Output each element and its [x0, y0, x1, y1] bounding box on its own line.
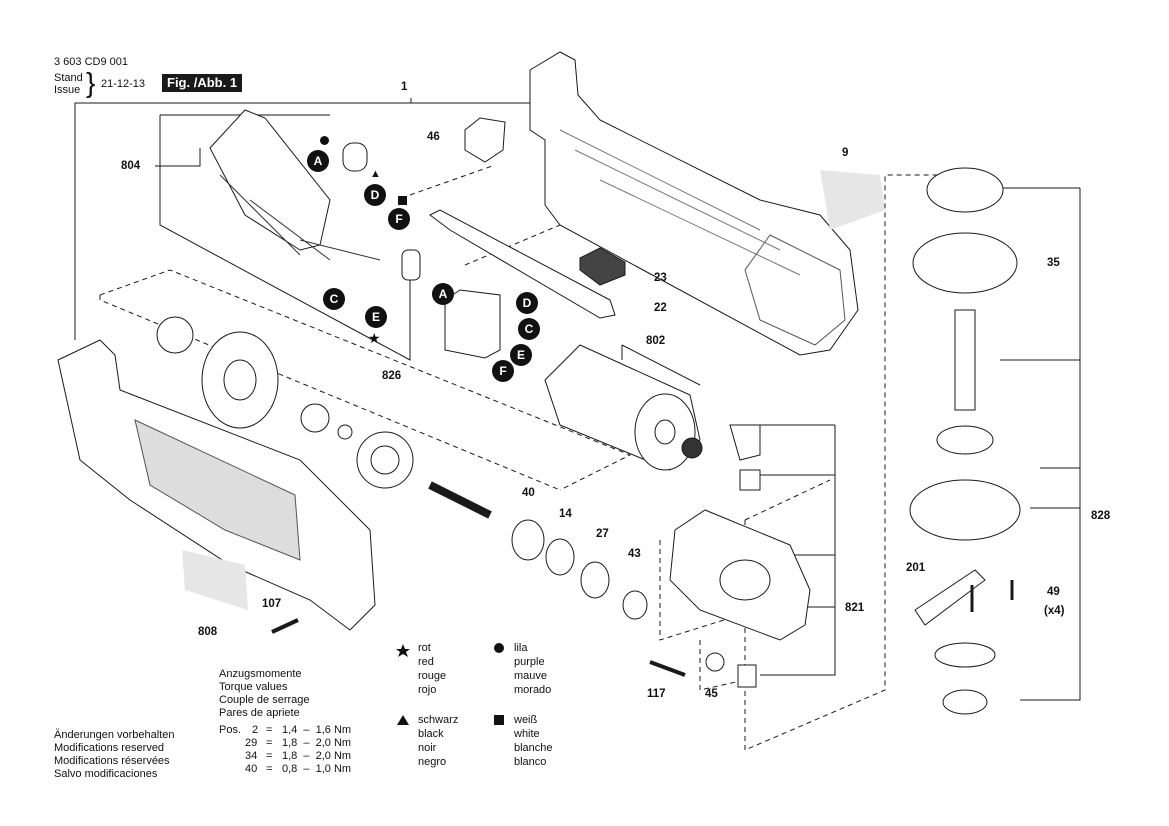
legend-triangle-en: black — [418, 728, 444, 740]
part-number-1: 1 — [401, 81, 408, 93]
torque-title-de: Anzugsmomente — [219, 668, 302, 680]
legend-star-de: rot — [418, 642, 431, 654]
motor-802 — [544, 344, 703, 471]
marker-e: E — [365, 306, 387, 328]
marker-c: C — [323, 288, 345, 310]
brace-icon: } — [86, 67, 96, 98]
switch-23 — [579, 247, 626, 286]
plate-9 — [820, 170, 885, 230]
legend-star-es: rojo — [418, 684, 437, 696]
part-number-27: 27 — [596, 528, 609, 540]
part-number-9: 9 — [842, 147, 849, 159]
torque-row-1-range: 1,4 – 1,6 Nm — [282, 724, 352, 736]
modifications-es: Salvo modificaciones — [54, 768, 158, 780]
legend-circle-es: morado — [514, 684, 552, 696]
housing-half-left — [57, 339, 376, 631]
marker-e-2: E — [510, 344, 532, 366]
torque-row-1-eq: = — [266, 724, 273, 736]
screw-107 — [271, 618, 299, 634]
torque-title-es: Pares de apriete — [219, 707, 300, 719]
part-number-117: 117 — [647, 688, 666, 700]
part-number-40: 40 — [522, 487, 535, 499]
legend-star-fr: rouge — [418, 670, 447, 682]
spindle-parts — [511, 519, 648, 620]
housing-half-right — [529, 51, 859, 356]
switch-bar — [429, 209, 616, 319]
marker-f-2: F — [492, 360, 514, 382]
part-number-828: 828 — [1091, 510, 1111, 522]
torque-row-3-range: 1,8 – 2,0 Nm — [282, 750, 352, 762]
marker-f: F — [388, 208, 410, 230]
issue-label: Issue — [54, 84, 81, 96]
modifications-en: Modifications reserved — [54, 742, 165, 754]
torque-row-2-pos: 29 — [245, 737, 258, 749]
torque-row-4-eq: = — [266, 763, 273, 775]
part-number-46: 46 — [427, 131, 440, 143]
figure-label: Fig. /Abb. 1 — [162, 74, 243, 92]
legend-triangle-de: schwarz — [418, 714, 459, 726]
nut-45 — [705, 652, 725, 672]
part-number-14: 14 — [559, 508, 572, 520]
triangle-symbol-icon: ▲ — [370, 168, 381, 180]
legend-circle-en: purple — [514, 656, 545, 668]
torque-pos-label: Pos. — [219, 724, 242, 736]
circle-symbol-icon — [320, 136, 329, 145]
part-46 — [464, 117, 506, 163]
spindle-assembly-828 — [909, 167, 1021, 715]
part-number-22: 22 — [654, 302, 667, 314]
legend-circle-fr: mauve — [514, 670, 548, 682]
modifications-fr: Modifications réservées — [54, 755, 170, 767]
modifications-de: Änderungen vorbehalten — [54, 729, 175, 741]
square-symbol-icon — [398, 196, 407, 205]
legend-square-fr: blanche — [514, 742, 553, 754]
gearhead-821 — [669, 424, 811, 688]
part-number-43: 43 — [628, 548, 641, 560]
document-number: 3 603 CD9 001 — [54, 56, 128, 68]
part-number-49: 49 — [1047, 586, 1060, 598]
screw-117 — [649, 660, 686, 677]
marker-d: D — [364, 184, 386, 206]
quantity-x4: (x4) — [1044, 605, 1065, 617]
torque-row-3-pos: 34 — [245, 750, 258, 762]
part-number-821: 821 — [845, 602, 865, 614]
torque-title-en: Torque values — [219, 681, 288, 693]
part-number-107: 107 — [262, 598, 282, 610]
brush-holder — [444, 289, 501, 359]
legend-circle-de: lila — [514, 642, 528, 654]
torque-row-3-eq: = — [266, 750, 273, 762]
marker-d-2: D — [516, 292, 538, 314]
marker-c-2: C — [518, 318, 540, 340]
fan-bearing-parts — [156, 316, 492, 519]
part-number-802: 802 — [646, 335, 666, 347]
torque-row-1-pos: 2 — [252, 724, 259, 736]
marker-a-2: A — [432, 283, 454, 305]
part-number-201: 201 — [906, 562, 926, 574]
torque-row-2-eq: = — [266, 737, 273, 749]
part-number-23: 23 — [654, 272, 667, 284]
electronics-module — [209, 109, 421, 281]
torque-title-fr: Couple de serrage — [219, 694, 310, 706]
legend-square-es: blanco — [514, 756, 547, 768]
legend-star-en: red — [418, 656, 434, 668]
torque-row-4-range: 0,8 – 1,0 Nm — [282, 763, 352, 775]
marker-a: A — [307, 150, 329, 172]
torque-row-4-pos: 40 — [245, 763, 258, 775]
plate-808 — [182, 550, 248, 610]
legend-square-en: white — [514, 728, 540, 740]
part-number-45: 45 — [705, 688, 718, 700]
part-number-826: 826 — [382, 370, 402, 382]
legend-triangle-es: negro — [418, 756, 447, 768]
legend-symbols — [396, 643, 504, 725]
star-symbol-icon: ★ — [368, 330, 381, 346]
legend-triangle-fr: noir — [418, 742, 437, 754]
stand-label: Stand — [54, 72, 83, 84]
legend-square-de: weiß — [514, 714, 538, 726]
part-number-804: 804 — [121, 160, 141, 172]
part-number-808: 808 — [198, 626, 218, 638]
part-number-35: 35 — [1047, 257, 1060, 269]
torque-row-2-range: 1,8 – 2,0 Nm — [282, 737, 352, 749]
issue-date: 21-12-13 — [101, 78, 146, 90]
